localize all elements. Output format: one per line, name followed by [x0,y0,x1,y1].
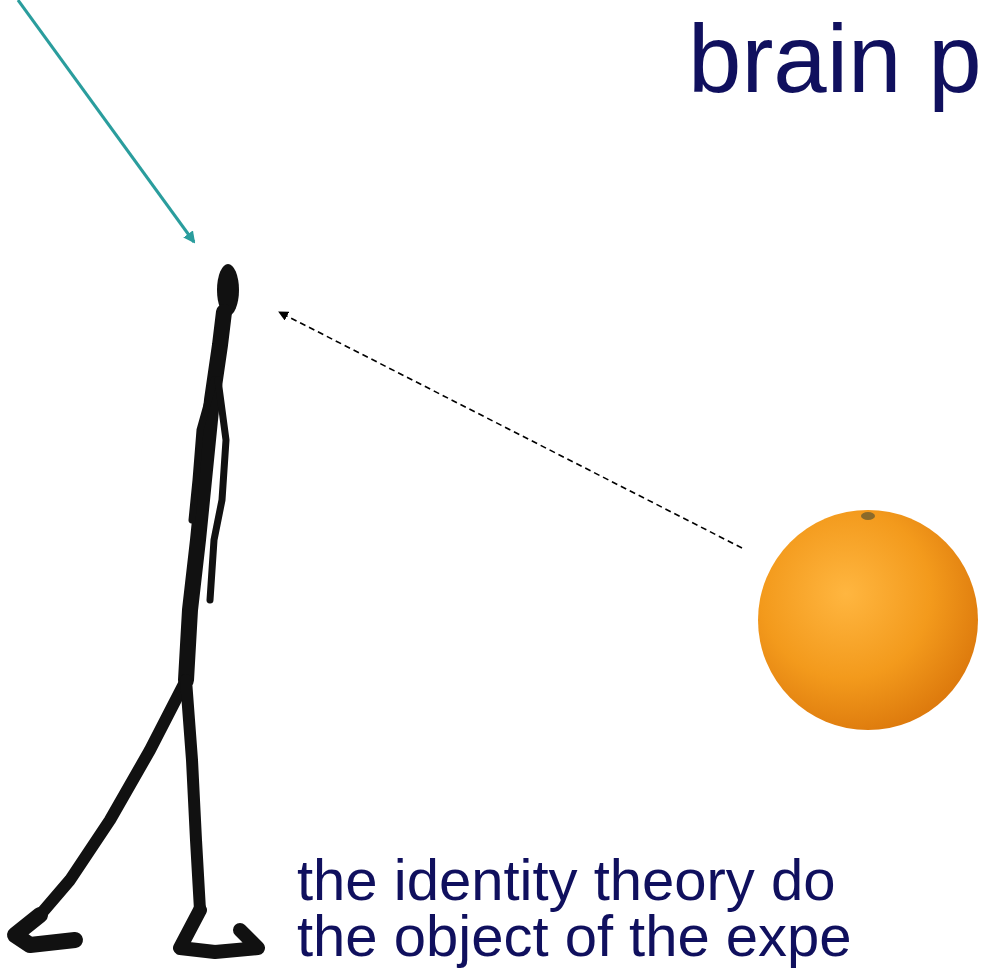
pointer-arrow [18,0,194,242]
orange [758,510,978,730]
walking-figure [15,264,258,952]
perception-arrow [279,312,742,548]
caption-line: the object of the expe [297,908,852,964]
slide-title: brain p [688,4,982,114]
caption-line: the identity theory do [297,852,835,908]
